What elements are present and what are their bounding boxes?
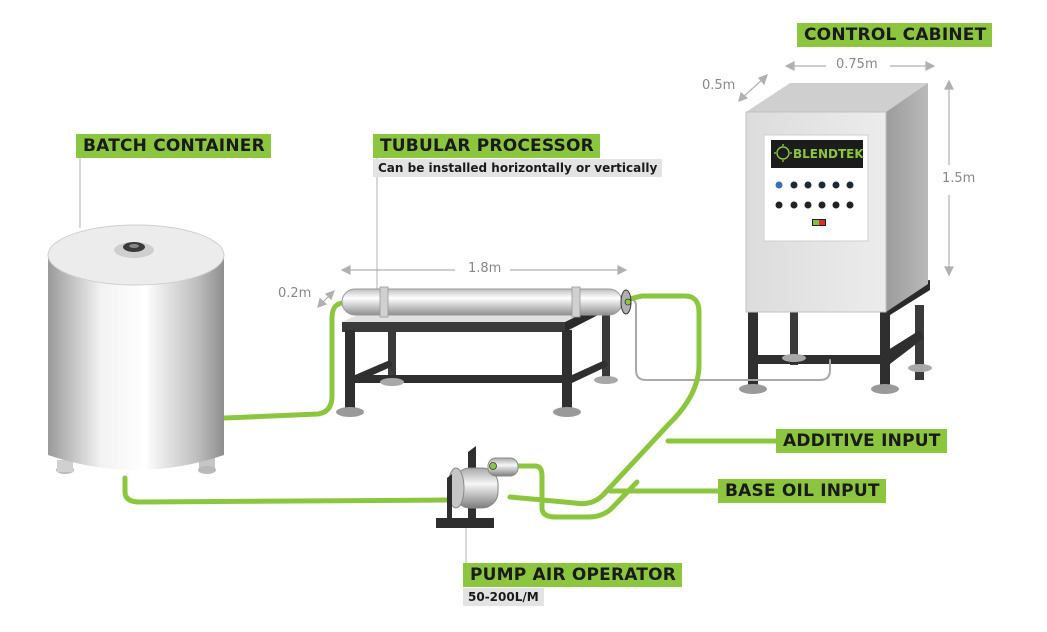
control-cabinet: BLENDTEK [739, 83, 932, 394]
pipes [122, 293, 831, 520]
pump-rate-label: 50-200L/M [463, 588, 544, 606]
additive-input-label: ADDITIVE INPUT [776, 429, 947, 453]
button-blue [775, 181, 783, 189]
tubular-processor-label: TUBULAR PROCESSOR [373, 134, 600, 158]
tubular-processor [341, 286, 632, 318]
control-cabinet-label: CONTROL CABINET [797, 23, 993, 47]
cabinet-width-dimension: 0.75m [836, 57, 878, 72]
pipe-base-oil [490, 463, 640, 520]
cabinet-height-dimension: 1.5m [942, 171, 976, 186]
pipe-container-to-pump [122, 475, 453, 505]
control-buttons [775, 181, 854, 226]
pump [436, 446, 519, 528]
pipe-additive [507, 293, 702, 507]
pump-inlet [489, 462, 497, 470]
batch-container-label: BATCH CONTAINER [76, 134, 271, 158]
cabinet-depth-dimension: 0.5m [702, 78, 736, 93]
dimension-arrows [317, 61, 954, 308]
signal-cable [627, 299, 831, 381]
processor-length-dimension: 1.8m [468, 261, 502, 276]
tubular-processor-note: Can be installed horizontally or vertica… [373, 159, 663, 177]
brand-logo-icon [774, 144, 792, 162]
pump-air-operator-label: PUMP AIR OPERATOR [463, 563, 683, 587]
brand-panel [771, 140, 863, 168]
batch-container [47, 224, 225, 474]
processor-outlet [624, 298, 632, 306]
brand-name: BLENDTEK [793, 147, 864, 161]
processor-diameter-dimension: 0.2m [278, 286, 312, 301]
base-oil-input-label: BASE OIL INPUT [718, 479, 886, 503]
pipe-container-to-processor [222, 300, 347, 421]
processor-stand [336, 300, 618, 417]
